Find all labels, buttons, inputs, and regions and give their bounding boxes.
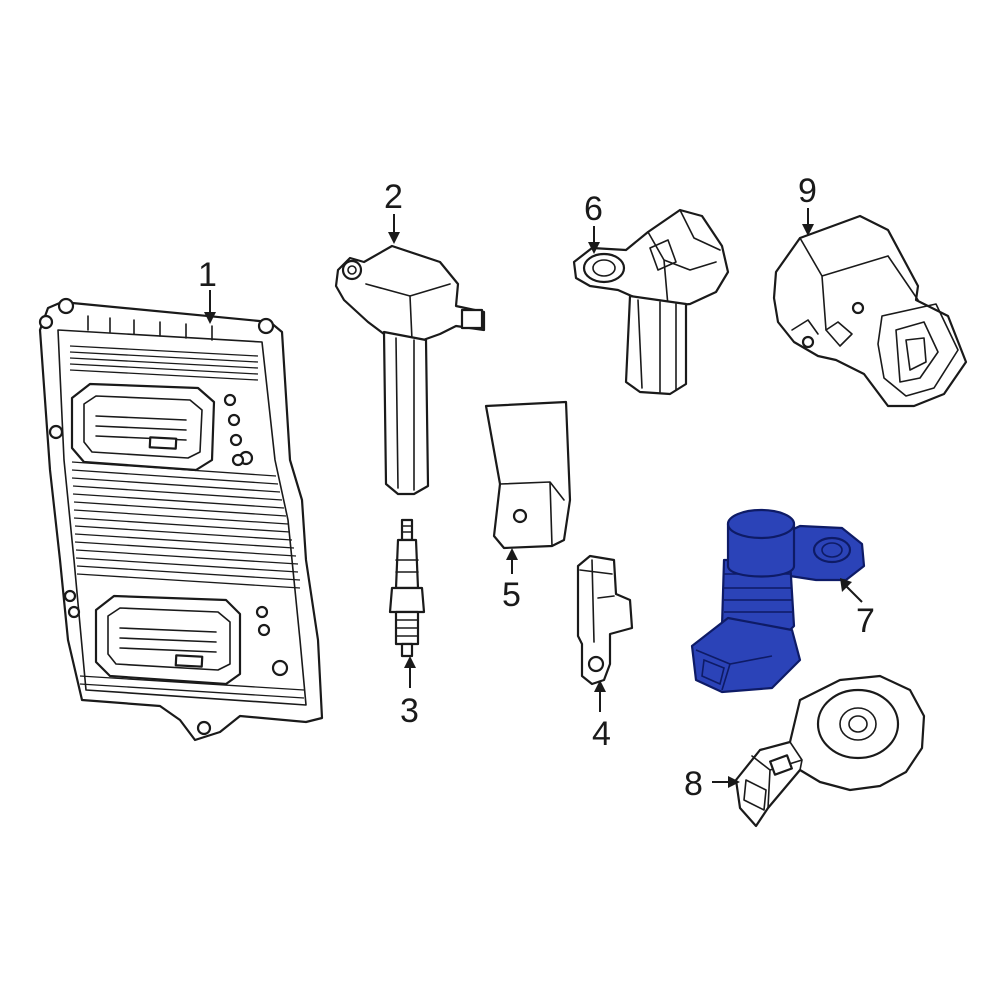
part-1-engine-control-module[interactable] <box>38 297 324 742</box>
part-4-sensor[interactable] <box>576 554 634 686</box>
callout-6: 6 <box>584 190 603 228</box>
part-7-camshaft-position-sensor[interactable] <box>690 508 866 694</box>
part-8-knock-sensor[interactable] <box>734 674 926 828</box>
callout-arrows <box>204 208 863 788</box>
part-2-ignition-coil[interactable] <box>334 244 486 496</box>
callout-2: 2 <box>384 178 403 216</box>
part-5-bracket[interactable] <box>484 400 572 550</box>
callout-4: 4 <box>592 715 611 753</box>
callout-8: 8 <box>684 765 703 803</box>
part-3-spark-plug[interactable] <box>388 518 426 658</box>
callout-9: 9 <box>798 172 817 210</box>
callout-1: 1 <box>198 256 217 294</box>
callout-3: 3 <box>400 692 419 730</box>
part-6-speed-sensor[interactable] <box>572 208 730 396</box>
callout-7: 7 <box>856 602 875 640</box>
callout-5: 5 <box>502 576 521 614</box>
part-9-map-sensor[interactable] <box>772 214 968 408</box>
